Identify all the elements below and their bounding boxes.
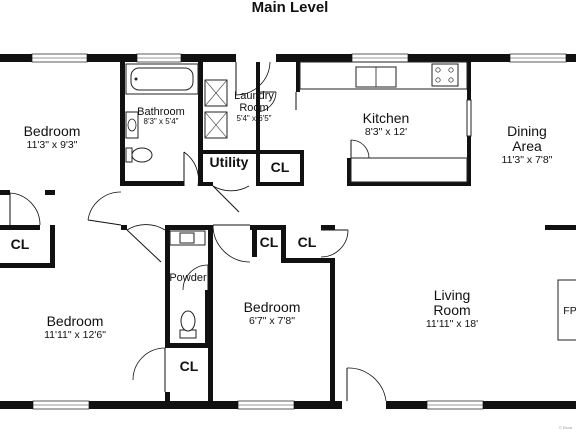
powder-sink [169, 230, 206, 246]
walls [0, 54, 576, 409]
fireplace-label: FP [563, 305, 576, 317]
washer-dryer [204, 79, 228, 139]
living-room-name-1: Living [434, 287, 471, 303]
powder-name: Powder [169, 272, 207, 284]
bedroom-1-name: Bedroom [24, 123, 81, 139]
kitchen-island [350, 157, 468, 183]
stove [431, 63, 459, 87]
bottom-closet-label: CL [180, 358, 199, 374]
kitchen-counter [299, 61, 472, 137]
laundry-dims: 5'4" x 6'5" [237, 114, 272, 123]
kitchen-name: Kitchen [363, 110, 410, 126]
bathroom-name: Bathroom [137, 106, 185, 118]
bedroom-1-dims: 11'3" x 9'3" [27, 139, 78, 151]
bedroom-3-closet-b-label: CL [298, 234, 317, 250]
watermark: © Ekoa [559, 425, 573, 430]
bedroom-3-name: Bedroom [244, 299, 301, 315]
utility-name: Utility [210, 154, 249, 170]
dining-name-2: Area [512, 138, 542, 154]
room-labels: Bedroom 11'3" x 9'3" Bathroom 8'3" x 5'4… [11, 90, 576, 374]
kitchen-dims: 8'3" x 12' [365, 126, 407, 138]
bedroom-2-dims: 11'11" x 12'6" [44, 329, 106, 341]
fireplace [557, 279, 576, 341]
dining-name-1: Dining [507, 123, 547, 139]
living-room-name-2: Room [433, 302, 470, 318]
living-room-dims: 11'11" x 18' [426, 318, 478, 330]
fridge [466, 99, 472, 137]
left-closet-label: CL [11, 236, 30, 252]
fixtures [125, 61, 576, 341]
toilet [125, 147, 153, 163]
bedroom-3-closet-a-label: CL [260, 234, 279, 250]
bedroom-3-dims: 6'7" x 7'8" [249, 315, 295, 327]
laundry-name-1: Laundry [234, 90, 274, 102]
plan-title: Main Level [252, 0, 329, 16]
laundry-name-2: Room [239, 102, 268, 114]
doors [9, 61, 387, 402]
bathroom-dims: 8'3" x 5'4" [144, 117, 179, 126]
powder-toilet [179, 310, 197, 339]
utility-closet-label: CL [271, 159, 290, 175]
dining-dims: 11'3" x 7'8" [502, 154, 553, 166]
bedroom-2-name: Bedroom [47, 313, 104, 329]
windows [31, 53, 567, 410]
